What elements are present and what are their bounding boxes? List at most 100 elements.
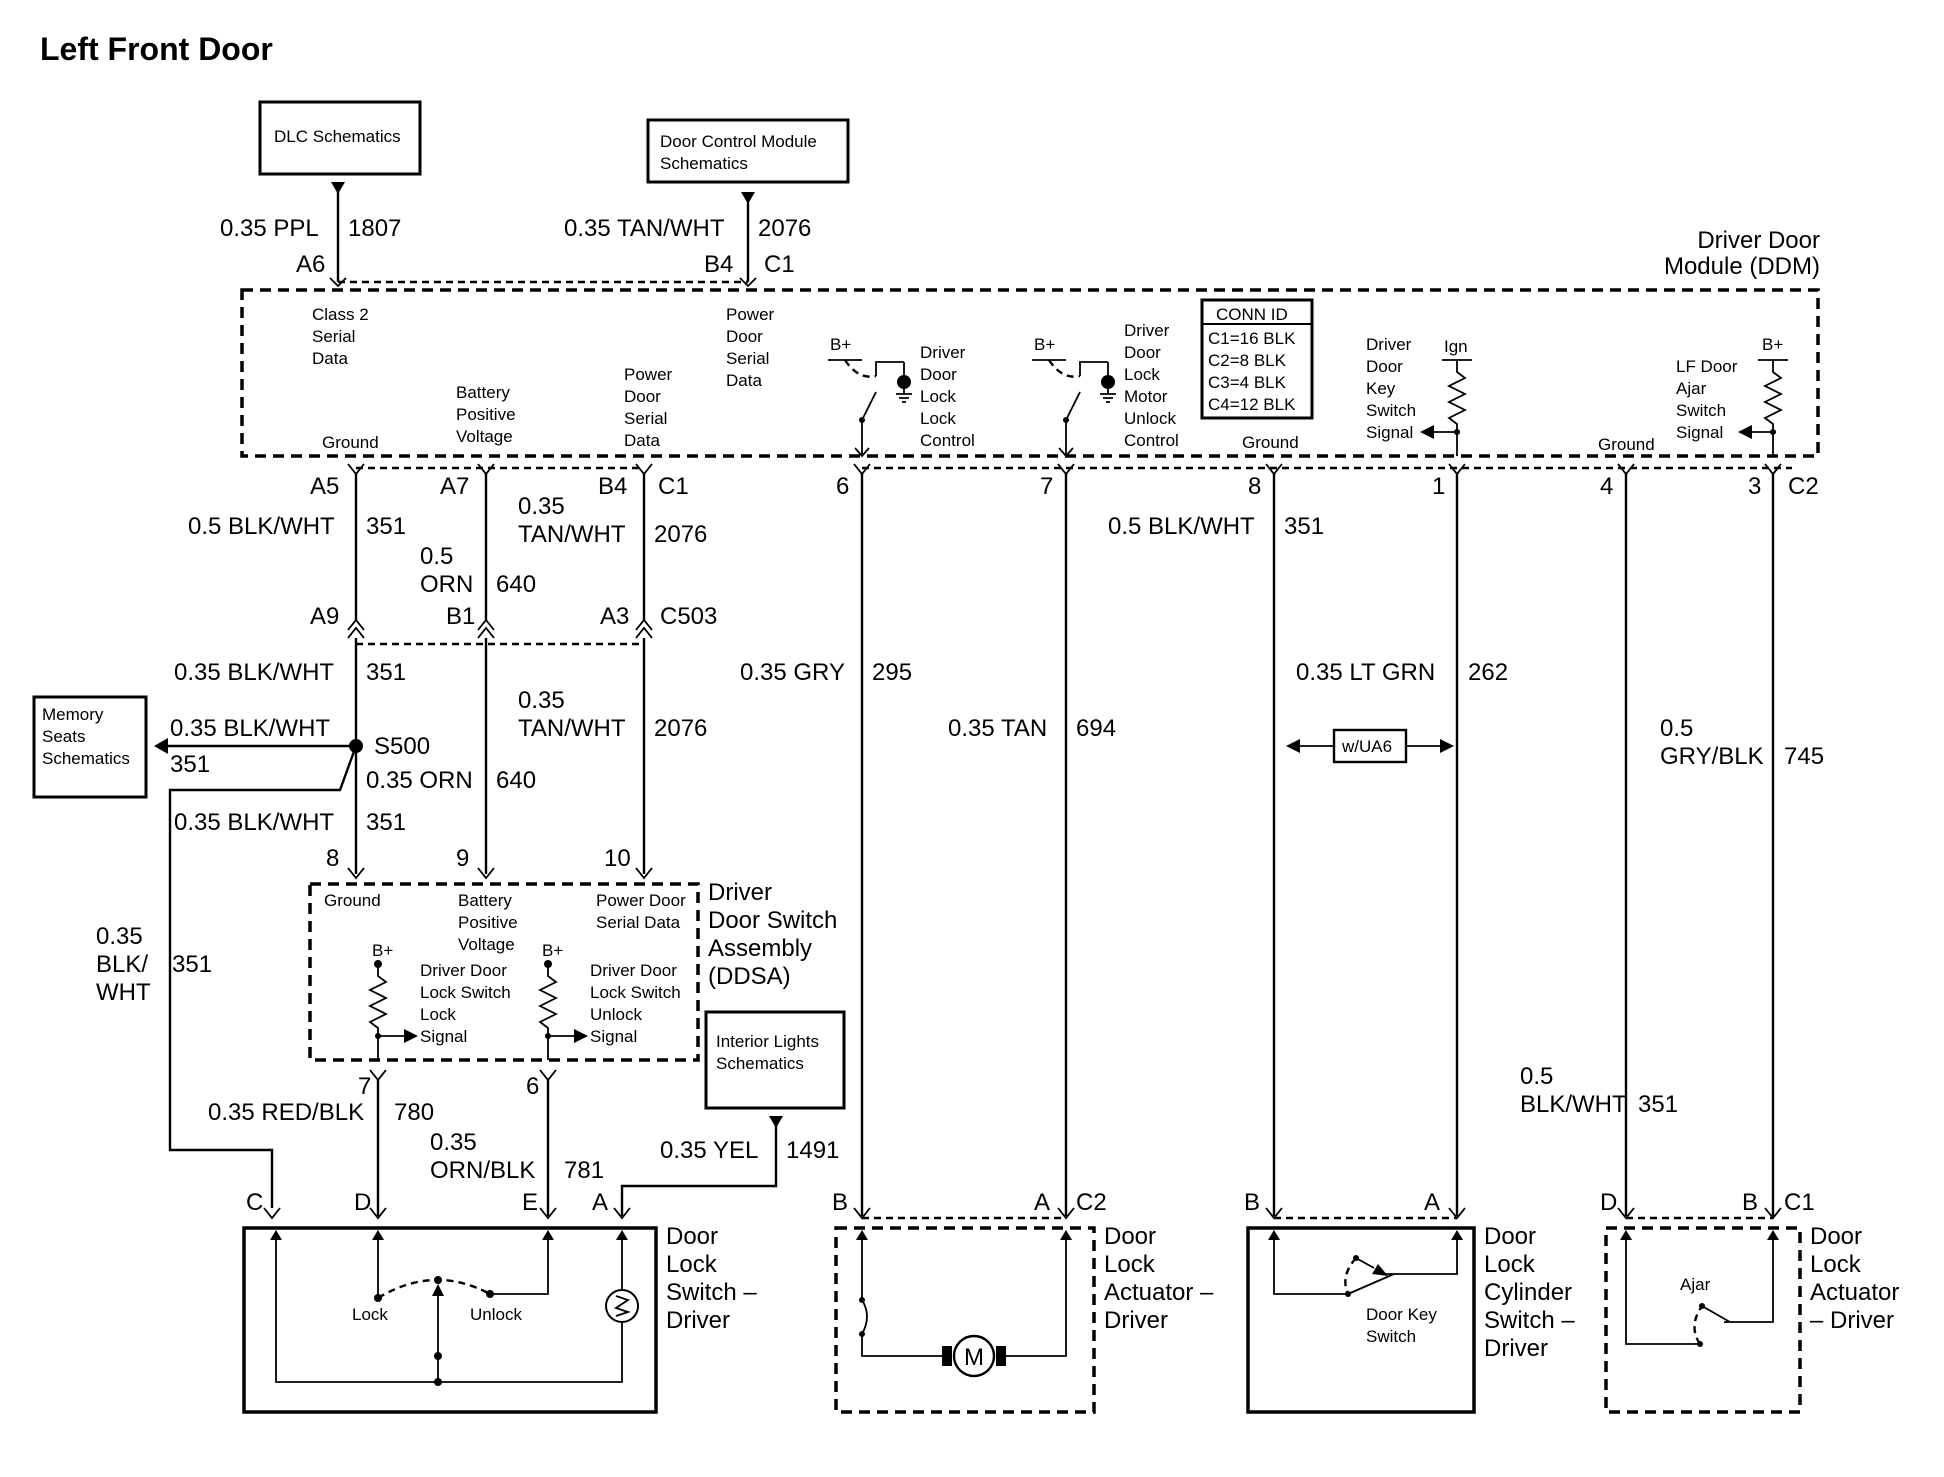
pin-a: A — [592, 1189, 608, 1216]
pin-a7: A7 — [440, 473, 469, 500]
pin-4: 4 — [1600, 473, 1613, 500]
dcm-schematics-ref[interactable]: Door Control Module Schematics — [646, 118, 850, 184]
svg-text:Unlock: Unlock — [1124, 409, 1176, 428]
ddm-key-signal-resistor — [1420, 359, 1472, 456]
svg-text:Driver Door: Driver Door — [420, 961, 507, 980]
wire-351mem-gauge: 0.35 BLK/WHT — [170, 715, 330, 742]
svg-text:Serial Data: Serial Data — [596, 913, 681, 932]
svg-text:Unlock: Unlock — [590, 1005, 642, 1024]
actuator2-name-3: Actuator — [1810, 1279, 1899, 1306]
ddm-lock-driver-switch — [828, 359, 912, 458]
lock-position-label: Lock — [352, 1305, 388, 1324]
interior-ref-label-1: Interior Lights — [716, 1032, 819, 1051]
ddm-internal-labels: Class 2 Serial Data Ground Battery Posit… — [312, 305, 1783, 454]
actuator1-name-1: Door — [1104, 1223, 1156, 1250]
svg-text:Serial: Serial — [726, 349, 769, 368]
svg-text:Power Door: Power Door — [596, 891, 686, 910]
pin-d-act2: D — [1600, 1189, 1617, 1216]
svg-text:Class 2: Class 2 — [312, 305, 369, 324]
svg-text:Battery: Battery — [458, 891, 512, 910]
cylinder-name-4: Switch – — [1484, 1307, 1575, 1334]
svg-text:C2=8 BLK: C2=8 BLK — [1208, 351, 1287, 370]
wire-351d-circuit: 351 — [1284, 513, 1324, 540]
cylinder-internals — [1268, 1230, 1463, 1297]
actuator1-connector — [853, 1207, 1075, 1220]
pin-a6: A6 — [296, 251, 325, 278]
option-ua6: w/UA6 — [1286, 728, 1454, 764]
cylinder-name-5: Driver — [1484, 1335, 1548, 1362]
wire-745-gauge-2: GRY/BLK — [1660, 743, 1764, 770]
svg-text:C4=12 BLK: C4=12 BLK — [1208, 395, 1296, 414]
svg-text:Signal: Signal — [1366, 423, 1413, 442]
pin-3: 3 — [1748, 473, 1761, 500]
svg-text:Ground: Ground — [1598, 435, 1655, 454]
svg-text:B+: B+ — [372, 941, 393, 960]
wire-640a-circuit: 640 — [496, 571, 536, 598]
interior-lights-ref[interactable]: Interior Lights Schematics — [704, 1010, 846, 1110]
pin-b-act1: B — [832, 1189, 848, 1216]
svg-text:Lock: Lock — [920, 387, 956, 406]
wire-295-gauge: 0.35 GRY — [740, 659, 845, 686]
svg-text:Control: Control — [920, 431, 975, 450]
key-switch-label-2: Switch — [1366, 1327, 1416, 1346]
ddm-name-1: Driver Door — [1697, 227, 1820, 254]
svg-text:Lock: Lock — [420, 1005, 456, 1024]
conn-id-table: CONN ID C1=16 BLK C2=8 BLK C3=4 BLK C4=1… — [1200, 298, 1314, 420]
wire-1491-circuit: 1491 — [786, 1137, 839, 1164]
wire-640b-gauge: 0.35 ORN — [366, 767, 473, 794]
pin-7: 7 — [1040, 473, 1053, 500]
actuator1-name-3: Actuator – — [1104, 1279, 1214, 1306]
ddsa-name-2: Door Switch — [708, 907, 837, 934]
pin-1: 1 — [1432, 473, 1445, 500]
cylinder-name-2: Lock — [1484, 1251, 1536, 1278]
actuator2-box — [1604, 1226, 1802, 1414]
wire-2076a-circuit: 2076 — [654, 521, 707, 548]
unlock-position-label: Unlock — [470, 1305, 522, 1324]
svg-text:B+: B+ — [1034, 335, 1055, 354]
svg-text:Switch: Switch — [1676, 401, 1726, 420]
svg-text:Ign: Ign — [1444, 337, 1468, 356]
ddm-unlock-driver-switch — [1032, 359, 1116, 458]
svg-text:Driver: Driver — [1124, 321, 1170, 340]
svg-text:Power: Power — [726, 305, 775, 324]
svg-text:Door: Door — [1124, 343, 1161, 362]
lock-switch-name-1: Door — [666, 1223, 718, 1250]
pin-c503: C503 — [660, 603, 717, 630]
wire-262-gauge: 0.35 LT GRN — [1296, 659, 1435, 686]
page-title: Left Front Door — [40, 31, 273, 67]
wire-640a-gauge-2: ORN — [420, 571, 473, 598]
ddm-module-box — [240, 288, 1820, 458]
svg-text:Switch: Switch — [1366, 401, 1416, 420]
svg-text:Data: Data — [624, 431, 660, 450]
pin-6: 6 — [836, 473, 849, 500]
cylinder-name-1: Door — [1484, 1223, 1536, 1250]
svg-text:Voltage: Voltage — [456, 427, 513, 446]
pin-ddsa-7: 7 — [358, 1073, 371, 1100]
pin-c2: C2 — [1788, 473, 1819, 500]
key-switch-label-1: Door Key — [1366, 1305, 1437, 1324]
svg-text:Data: Data — [726, 371, 762, 390]
memory-ref-label-1: Memory — [42, 705, 104, 724]
door-lock-switch-connector — [263, 1207, 631, 1220]
actuator1-internals — [856, 1230, 1072, 1378]
pin-b-act2: B — [1742, 1189, 1758, 1216]
wire-781-gauge-1: 0.35 — [430, 1129, 477, 1156]
pin-c1-act2: C1 — [1784, 1189, 1815, 1216]
pin-c1-top: C1 — [764, 251, 795, 278]
wire-351d-gauge: 0.5 BLK/WHT — [1108, 513, 1255, 540]
dlc-schematics-ref[interactable]: DLC Schematics — [258, 100, 422, 176]
svg-text:Driver: Driver — [920, 343, 966, 362]
svg-text:Door: Door — [1366, 357, 1403, 376]
svg-text:Lock Switch: Lock Switch — [590, 983, 681, 1002]
memory-seats-ref[interactable]: Memory Seats Schematics — [32, 695, 148, 799]
svg-text:Data: Data — [312, 349, 348, 368]
svg-text:B+: B+ — [1762, 335, 1783, 354]
pin-a-act1: A — [1034, 1189, 1050, 1216]
wire-745-gauge-1: 0.5 — [1660, 715, 1693, 742]
actuator1-name-2: Lock — [1104, 1251, 1156, 1278]
ddsa-lock-resistor — [367, 960, 418, 1060]
svg-text:Ajar: Ajar — [1676, 379, 1707, 398]
pin-a9: A9 — [310, 603, 339, 630]
svg-text:Door: Door — [726, 327, 763, 346]
